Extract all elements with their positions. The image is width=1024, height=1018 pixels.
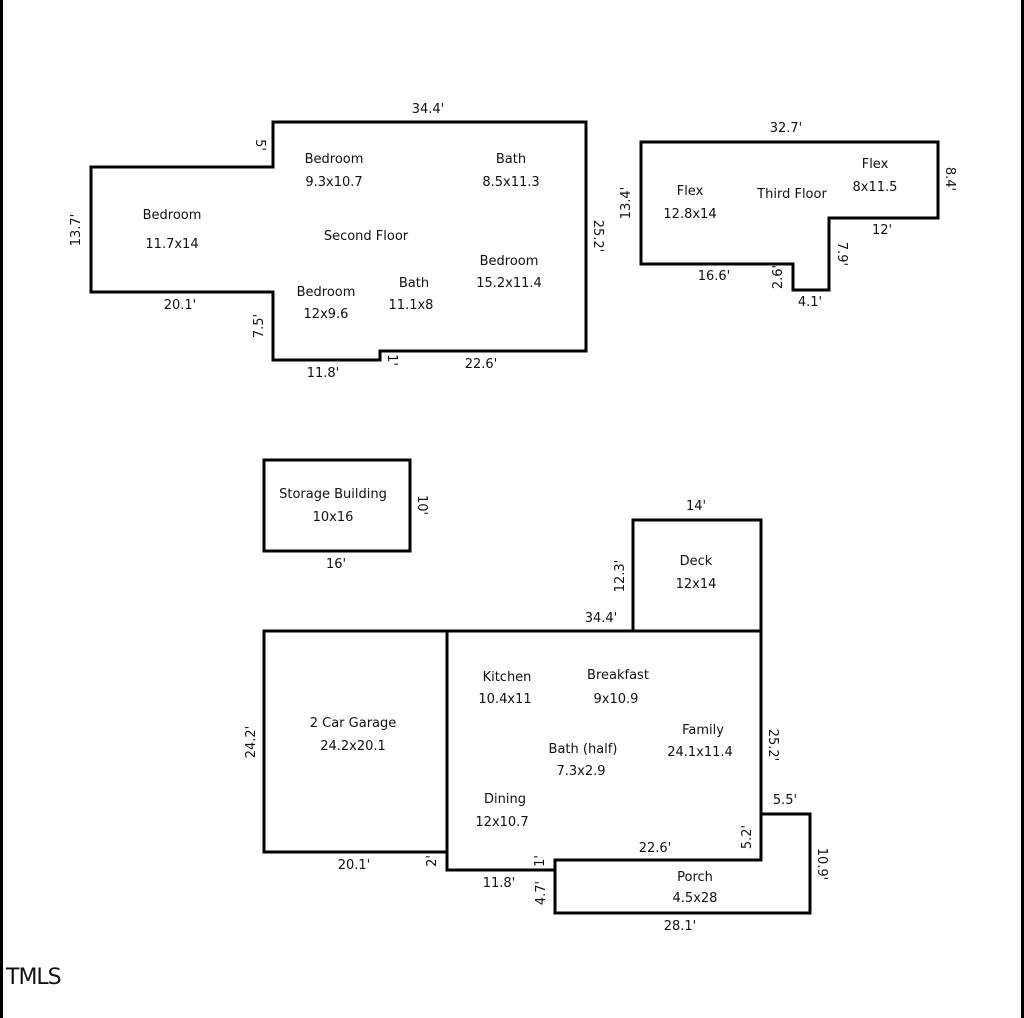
dimension-third-top: 32.7' bbox=[770, 121, 803, 136]
dimension-third-notch-side: 2.6' bbox=[771, 265, 786, 289]
room-name-dining: Dining bbox=[484, 792, 526, 807]
dimension-storage-side: 10' bbox=[414, 495, 429, 515]
room-name-garage: 2 Car Garage bbox=[310, 716, 397, 731]
room-size-breakfast: 9x10.9 bbox=[594, 692, 639, 707]
dimension-porch-jog: 1' bbox=[533, 855, 548, 867]
dimension-storage-bottom: 16' bbox=[326, 557, 346, 572]
porch-outline bbox=[553, 812, 812, 915]
dimension-house-bottom: 22.6' bbox=[639, 841, 672, 856]
room-size-bedroom-south: 12x9.6 bbox=[304, 307, 349, 322]
room-name-storage-building: Storage Building bbox=[279, 487, 387, 502]
room-name-bath-lower: Bath bbox=[399, 276, 429, 291]
room-size-bedroom-west: 11.7x14 bbox=[145, 237, 198, 252]
room-name-flex-west: Flex bbox=[677, 184, 704, 199]
room-size-family: 24.1x11.4 bbox=[667, 745, 733, 760]
room-size-deck: 12x14 bbox=[676, 577, 717, 592]
second-floor-plan: Second Floor Bedroom 9.3x10.7 Bath 8.5x1… bbox=[69, 102, 605, 381]
room-size-kitchen: 10.4x11 bbox=[478, 692, 531, 707]
dimension-third-bottom: 16.6' bbox=[698, 269, 731, 284]
dimension-porch-bottom: 28.1' bbox=[664, 919, 697, 934]
dimension-house-right: 25.2' bbox=[765, 729, 780, 762]
room-size-bedroom-east: 15.2x11.4 bbox=[476, 276, 542, 291]
dimension-second-lower-left: 20.1' bbox=[164, 298, 197, 313]
dimension-second-left: 13.7' bbox=[69, 214, 84, 247]
room-size-porch: 4.5x28 bbox=[673, 891, 718, 906]
room-size-flex-east: 8x11.5 bbox=[853, 180, 898, 195]
storage-building-plan: Storage Building 10x16 10' 16' bbox=[262, 458, 429, 572]
dimension-deck-top: 14' bbox=[686, 499, 706, 514]
room-name-kitchen: Kitchen bbox=[483, 670, 532, 685]
third-floor-label: Third Floor bbox=[756, 187, 827, 202]
room-name-bedroom-east: Bedroom bbox=[480, 254, 539, 269]
dimension-second-notch: 7.5' bbox=[252, 314, 267, 338]
room-size-bath-lower: 11.1x8 bbox=[389, 298, 434, 313]
room-size-bedroom-upper-left: 9.3x10.7 bbox=[305, 175, 362, 190]
dimension-second-step: 5' bbox=[252, 139, 267, 151]
room-name-bedroom-upper-left: Bedroom bbox=[305, 152, 364, 167]
dimension-left-bottom: 11.8' bbox=[483, 876, 516, 891]
dimension-porch-step: 5.2' bbox=[740, 825, 755, 849]
dimension-third-inner-top: 12' bbox=[872, 223, 892, 238]
dimension-porch-top-right: 5.5' bbox=[773, 793, 797, 808]
dimension-third-left: 13.4' bbox=[619, 187, 634, 220]
room-name-porch: Porch bbox=[677, 870, 713, 885]
first-floor-plan: Deck 12x14 2 Car Garage 24.2x20.1 Kitche… bbox=[244, 499, 829, 934]
dimension-porch-right: 10.9' bbox=[814, 848, 829, 881]
deck-outline bbox=[631, 518, 763, 633]
room-name-bedroom-west: Bedroom bbox=[143, 208, 202, 223]
room-name-deck: Deck bbox=[680, 554, 713, 569]
room-name-bedroom-south: Bedroom bbox=[297, 285, 356, 300]
room-name-bath-half: Bath (half) bbox=[549, 742, 618, 757]
room-size-bath-upper: 8.5x11.3 bbox=[482, 175, 539, 190]
dimension-second-bottom-left: 11.8' bbox=[307, 366, 340, 381]
room-size-dining: 12x10.7 bbox=[475, 815, 528, 830]
dimension-garage-side: 24.2' bbox=[244, 726, 259, 759]
dimension-third-right: 8.4' bbox=[942, 167, 957, 191]
dimension-third-notch-bottom: 4.1' bbox=[798, 295, 822, 310]
dimension-deck-side: 12.3' bbox=[613, 560, 628, 593]
dimension-third-inner-side: 7.9' bbox=[834, 242, 849, 266]
room-size-bath-half: 7.3x2.9 bbox=[556, 764, 605, 779]
room-size-storage-building: 10x16 bbox=[313, 510, 354, 525]
tmls-logo: TMLS bbox=[5, 965, 61, 990]
dimension-second-right: 25.2' bbox=[590, 220, 605, 253]
room-name-family: Family bbox=[682, 723, 724, 738]
dimension-garage-bottom: 20.1' bbox=[338, 858, 371, 873]
third-floor-plan: Third Floor Flex 12.8x14 Flex 8x11.5 32.… bbox=[619, 121, 957, 310]
storage-building-outline bbox=[262, 458, 412, 553]
third-floor-outline bbox=[639, 140, 940, 292]
second-floor-label: Second Floor bbox=[324, 229, 409, 244]
room-size-garage: 24.2x20.1 bbox=[320, 739, 386, 754]
room-name-flex-east: Flex bbox=[862, 157, 889, 172]
dimension-second-bottom-right: 22.6' bbox=[465, 357, 498, 372]
dimension-second-top: 34.4' bbox=[412, 102, 445, 117]
dimension-garage-jog: 2' bbox=[425, 855, 440, 867]
dimension-second-jog: 1' bbox=[384, 354, 399, 366]
dimension-porch-left: 4.7' bbox=[534, 881, 549, 905]
room-size-flex-west: 12.8x14 bbox=[663, 207, 716, 222]
room-name-breakfast: Breakfast bbox=[587, 668, 649, 683]
room-name-bath-upper: Bath bbox=[496, 152, 526, 167]
dimension-house-top: 34.4' bbox=[585, 611, 618, 626]
second-floor-outline bbox=[89, 120, 588, 362]
